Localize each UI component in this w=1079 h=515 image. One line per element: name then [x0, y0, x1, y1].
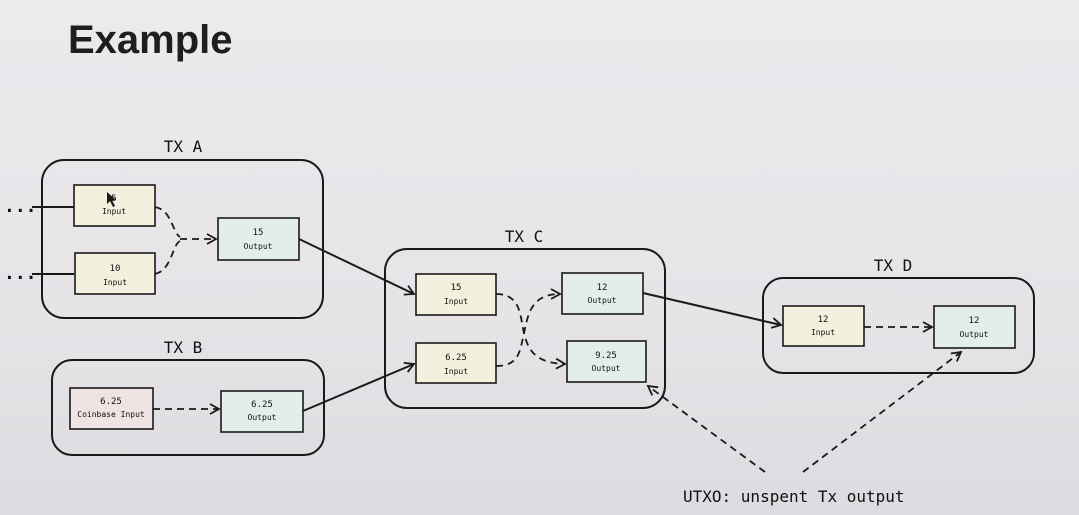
tx-c-frame	[384, 248, 666, 409]
type-label: Input	[444, 297, 468, 306]
tx-c-in2-to-out1	[495, 288, 562, 367]
tx-b-coinbase-input: 6.25 Coinbase Input	[69, 387, 154, 430]
tx-b-label: TX B	[164, 338, 203, 357]
utxo-pointer-tx-d	[802, 350, 963, 473]
tx-c-input-1: 15 Input	[415, 273, 497, 316]
type-label: Input	[811, 328, 835, 337]
type-label: Input	[102, 207, 126, 216]
tx-c-in1-to-out2	[495, 293, 567, 370]
tx-d-output: 12 Output	[933, 305, 1016, 349]
type-label: Input	[444, 367, 468, 376]
value-label: 9.25	[595, 351, 617, 361]
value-label: 12	[597, 283, 608, 293]
tx-a-input-2: 10 Input	[74, 252, 156, 295]
type-label: Output	[592, 364, 621, 373]
tx-d-input: 12 Input	[782, 305, 865, 347]
utxo-pointer-tx-c	[646, 384, 766, 473]
tx-a-merge-line-2	[154, 240, 181, 275]
slide-title: Example	[68, 18, 233, 62]
mouse-cursor-icon	[107, 192, 116, 207]
utxo-annotation: UTXO: unspent Tx output	[683, 487, 905, 506]
type-label: Input	[103, 278, 127, 287]
value-label: 10	[110, 264, 121, 274]
tx-c-to-tx-d-arrow	[642, 292, 783, 329]
value-label: 6.25	[251, 400, 273, 410]
type-label: Output	[248, 413, 277, 422]
tx-c-label: TX C	[505, 227, 544, 246]
type-label: Coinbase Input	[77, 410, 145, 419]
tx-b-frame	[51, 359, 325, 456]
tx-c-input-2: 6.25 Input	[415, 342, 497, 384]
type-label: Output	[588, 296, 617, 305]
value-label: 12	[818, 315, 829, 325]
value-label: 15	[451, 283, 462, 293]
value-label: 6.25	[100, 397, 122, 407]
tx-a-merge-line-1	[154, 206, 181, 238]
tx-d-frame	[762, 277, 1035, 374]
tx-a-in2-ellipsis: ...	[4, 263, 37, 284]
tx-a-label: TX A	[164, 137, 203, 156]
tx-c-output-2: 9.25 Output	[566, 340, 647, 383]
tx-a-frame	[41, 159, 324, 319]
tx-a-to-tx-c-arrow	[298, 238, 416, 296]
tx-c-output-1: 12 Output	[561, 272, 644, 315]
type-label: Output	[960, 330, 989, 339]
type-label: Output	[244, 242, 273, 251]
value-label: 6.25	[445, 353, 467, 363]
value-label: 15	[253, 228, 264, 238]
tx-d-label: TX D	[874, 256, 913, 275]
tx-a-output: 15 Output	[217, 217, 300, 261]
value-label: 12	[969, 316, 980, 326]
tx-b-to-tx-c-arrow	[302, 362, 416, 412]
tx-b-output: 6.25 Output	[220, 390, 304, 433]
tx-a-in1-ellipsis: ...	[4, 196, 37, 217]
